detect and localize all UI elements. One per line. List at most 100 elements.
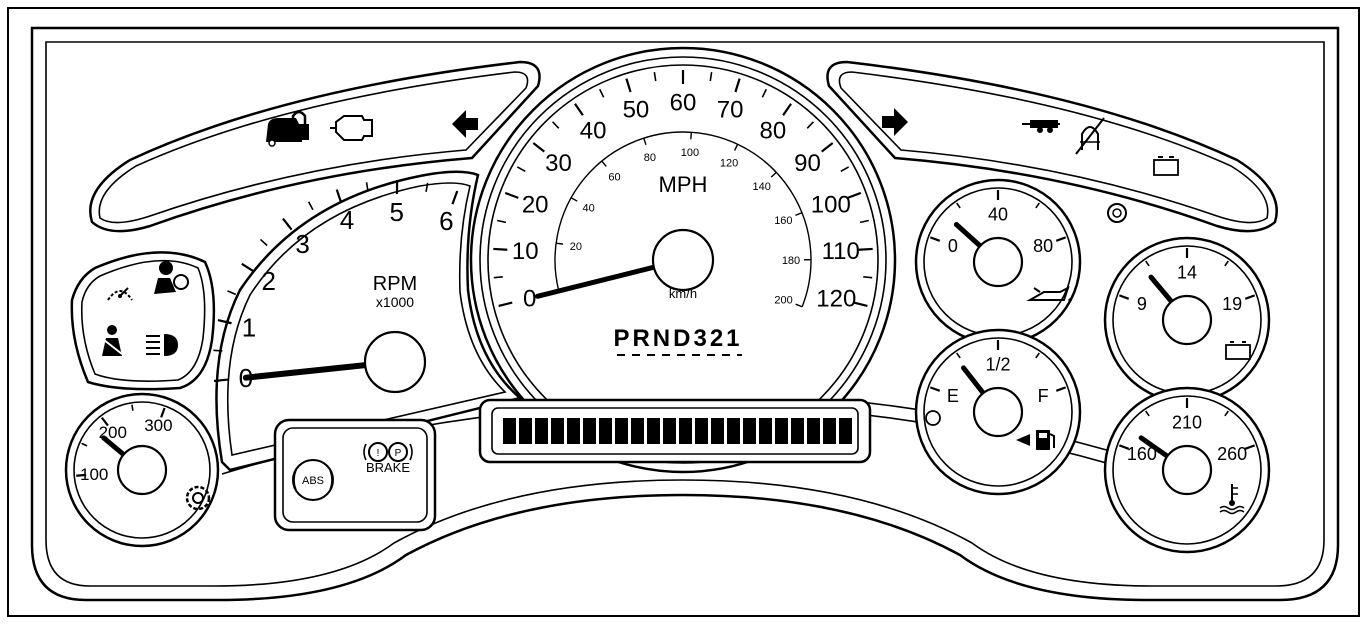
display-segment: [631, 418, 644, 444]
display-segment: [695, 418, 708, 444]
display-segment: [663, 418, 676, 444]
tick-label: 1/2: [985, 354, 1010, 374]
tick-label: 20: [522, 192, 549, 219]
tick-label: 120: [816, 286, 856, 313]
tick-label: 100: [811, 192, 851, 219]
kmh-tick-label: 120: [720, 157, 738, 169]
kmh-tick-label: 40: [582, 203, 594, 215]
trip-reset-knob-icon: [1108, 204, 1126, 222]
display-segment: [679, 418, 692, 444]
minor-tick: [309, 202, 313, 210]
minor-tick: [260, 239, 267, 245]
left-warning-pod: [72, 252, 214, 389]
kmh-tick-label: 80: [644, 152, 656, 164]
tick-label: 30: [545, 150, 572, 177]
tick-label: 210: [1172, 412, 1202, 432]
tick-label: 90: [794, 150, 821, 177]
tick-label: 1: [242, 313, 256, 343]
minor-tick: [132, 405, 133, 411]
kmh-tick-label: 180: [782, 255, 800, 267]
display-segment: [615, 418, 628, 444]
tick-label: 110: [822, 238, 860, 265]
display-segment: [647, 418, 660, 444]
needle-hub: [1163, 296, 1211, 344]
major-tick: [283, 219, 292, 230]
tick-label: 2: [261, 266, 275, 296]
tick-label: 9: [1137, 294, 1147, 314]
tick-label: F: [1038, 386, 1049, 406]
display-segment: [807, 418, 820, 444]
display-segment: [567, 418, 580, 444]
tick-label: 40: [988, 204, 1008, 224]
display-segment: [711, 418, 724, 444]
display-segment: [535, 418, 548, 444]
display-segment: [775, 418, 788, 444]
minor-tick: [494, 277, 503, 278]
tick-label: E: [947, 386, 959, 406]
major-tick: [493, 249, 507, 250]
tick-label: 260: [1217, 444, 1247, 464]
major-tick: [214, 380, 228, 381]
tick-label: 0: [523, 286, 536, 313]
prnd-indicator: PRND321: [613, 325, 742, 352]
display-segment: [599, 418, 612, 444]
needle-hub: [365, 332, 425, 392]
tick-label: 80: [760, 117, 787, 144]
abs-brake-panel: ABS ! P BRAKE: [275, 420, 435, 530]
display-segment: [727, 418, 740, 444]
tick-label: 100: [80, 465, 108, 484]
kmh-tick-label: 100: [681, 147, 699, 159]
needle-hub: [974, 238, 1022, 286]
display-segment: [791, 418, 804, 444]
display-segment: [839, 418, 852, 444]
tick-label: 50: [623, 97, 650, 124]
kmh-tick-label: 200: [774, 294, 792, 306]
svg-text:P: P: [395, 448, 402, 459]
major-tick: [859, 249, 873, 250]
tick-label: 60: [670, 89, 697, 116]
kmh-tick-label: 140: [753, 181, 771, 193]
tick-label: 3: [295, 229, 309, 259]
display-segment: [503, 418, 516, 444]
display-segment: [519, 418, 532, 444]
kmh-tick-label: 60: [608, 172, 620, 184]
odometer-display: [480, 400, 870, 462]
svg-text:!: !: [377, 448, 380, 459]
display-segment: [743, 418, 756, 444]
tick-label: 14: [1177, 262, 1197, 282]
needle-hub: [1163, 446, 1211, 494]
tick-label: 10: [512, 238, 539, 265]
minor-tick: [213, 350, 222, 351]
tick-label: 0: [948, 236, 958, 256]
needle-hub: [974, 388, 1022, 436]
tick-label: 5: [390, 197, 404, 227]
display-segment: [551, 418, 564, 444]
tick-label: 300: [144, 416, 172, 435]
kmh-tick: [556, 243, 563, 244]
rpm-unit-label: RPM: [373, 273, 417, 295]
display-segment: [583, 418, 596, 444]
kmh-tick-label: 20: [570, 241, 582, 253]
rpm-multiplier-label: x1000: [376, 294, 414, 310]
tick-label: 6: [439, 206, 453, 236]
tick-label: 40: [580, 117, 607, 144]
tick-label: 4: [340, 205, 354, 235]
mph-unit-label: MPH: [659, 172, 708, 197]
major-tick: [242, 264, 254, 272]
kmh-unit-label: km/h: [669, 286, 697, 301]
brake-label: BRAKE: [366, 460, 410, 475]
needle-hub: [653, 230, 713, 290]
minor-tick: [227, 291, 235, 295]
display-segment: [823, 418, 836, 444]
major-tick: [337, 190, 341, 203]
needle-hub: [118, 446, 166, 494]
minor-tick: [863, 277, 872, 278]
tick-label: 19: [1222, 294, 1242, 314]
abs-label: ABS: [302, 475, 324, 487]
display-segment: [759, 418, 772, 444]
tick-label: 80: [1033, 236, 1053, 256]
kmh-tick-label: 160: [774, 215, 792, 227]
tick-label: 70: [717, 97, 744, 124]
